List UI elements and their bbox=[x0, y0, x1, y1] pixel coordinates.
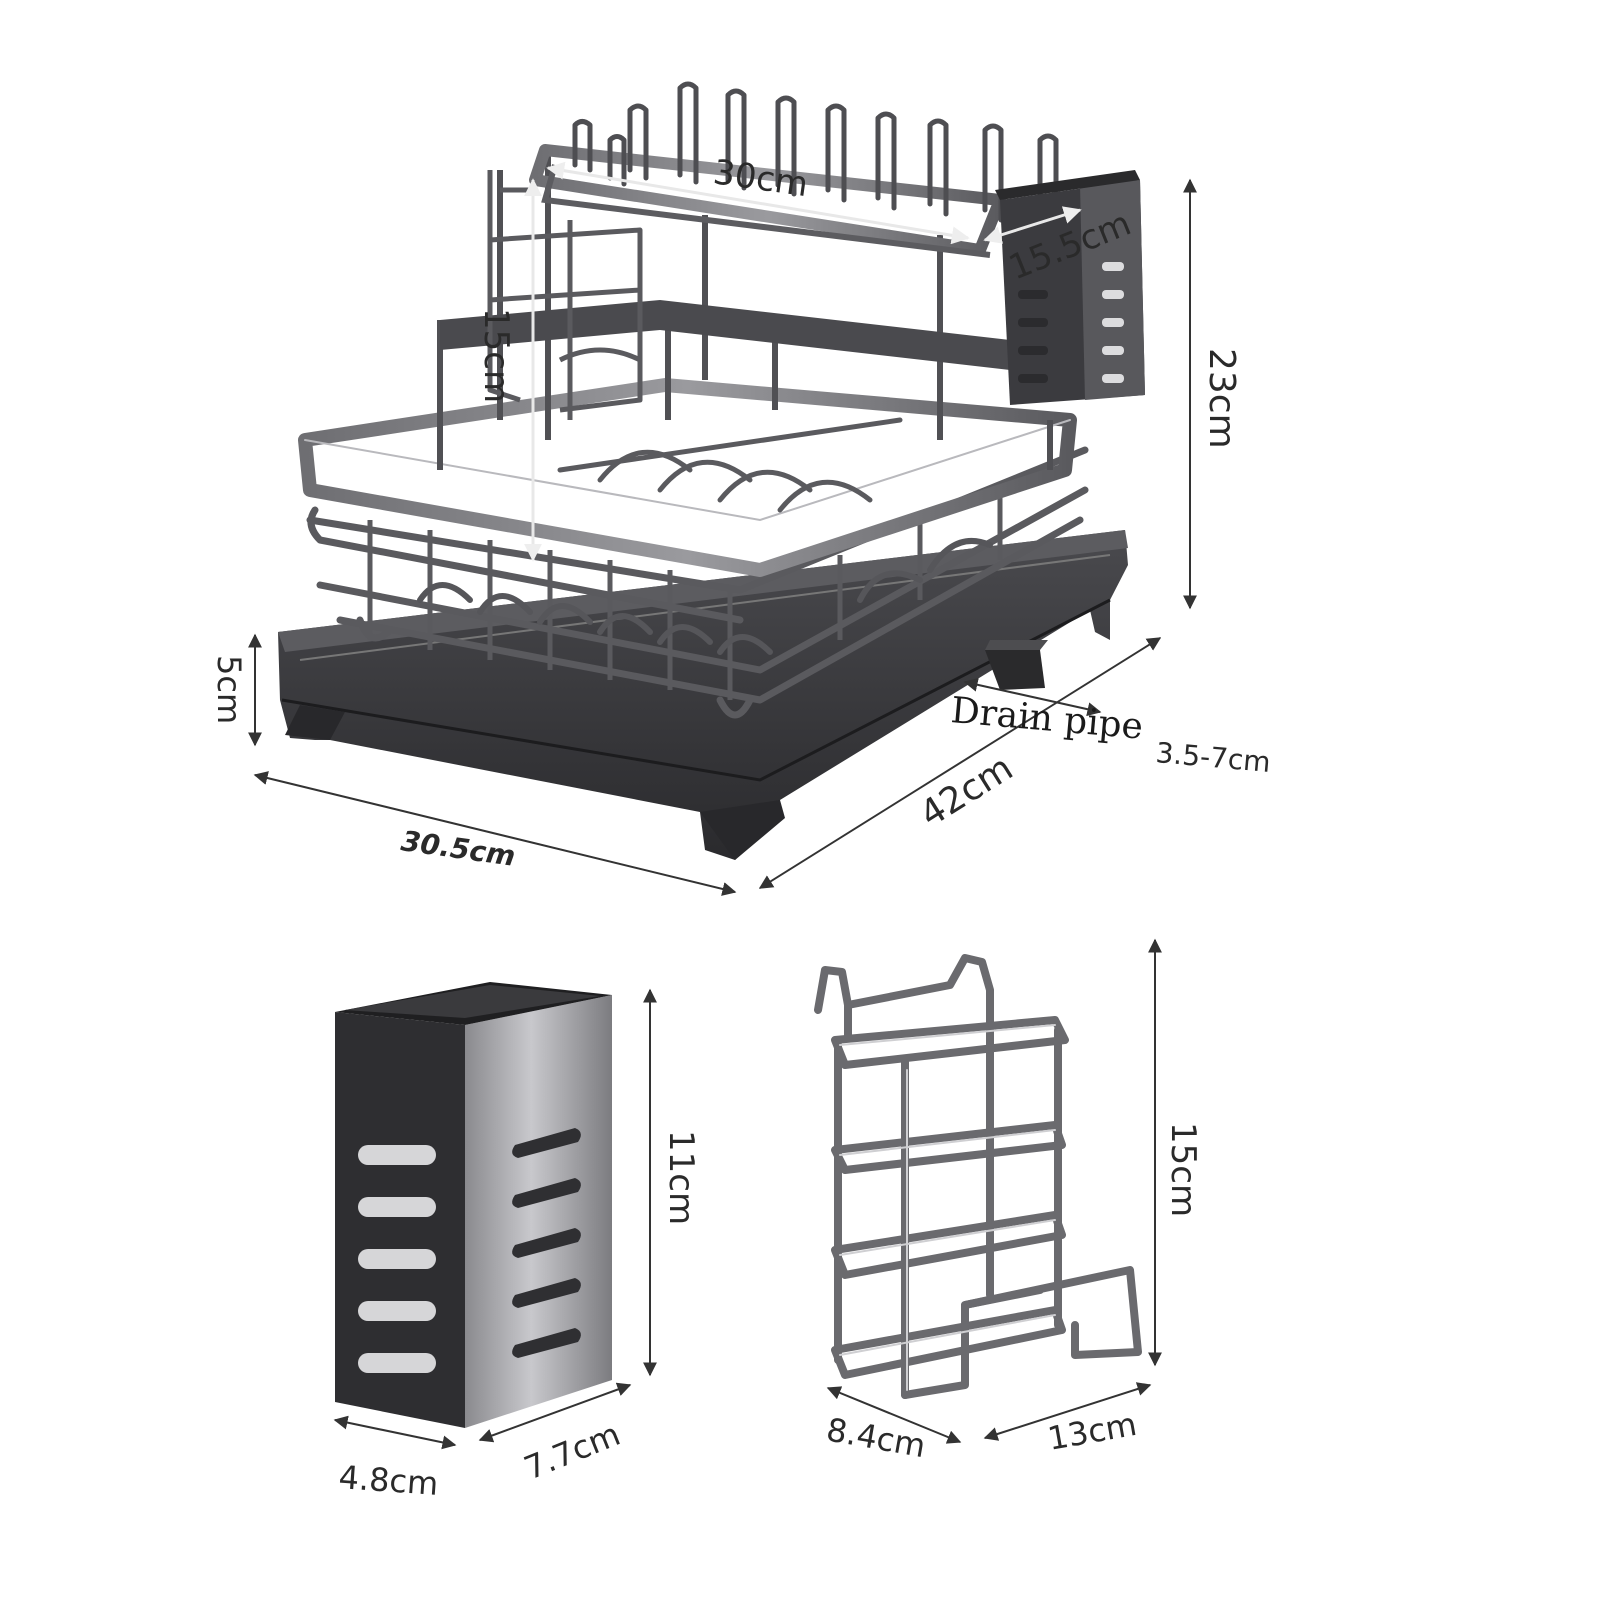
total-height-label: 23cm bbox=[1201, 348, 1242, 449]
board-rack-width-label: 8.4cm bbox=[824, 1410, 929, 1465]
drain-pipe bbox=[985, 640, 1048, 690]
utensil-holder-dimension-lines bbox=[333, 988, 657, 1450]
utensil-holder-slots-right bbox=[512, 1128, 581, 1358]
drain-pipe-label: Drain pipe bbox=[949, 690, 1144, 748]
holder-height-label: 11cm bbox=[661, 1130, 701, 1225]
upper-dimension-arrows bbox=[524, 161, 1082, 562]
dish-rack-illustration bbox=[278, 81, 1145, 860]
lower-basket bbox=[306, 446, 1089, 719]
drain-pipe-range-label: 3.5-7cm bbox=[1154, 736, 1272, 779]
board-rack-illustration bbox=[814, 954, 1142, 1399]
total-width-label: 30.5cm bbox=[399, 824, 517, 873]
upper-height-label: 15cm bbox=[476, 308, 516, 403]
board-rack-height-label: 15cm bbox=[1163, 1122, 1203, 1217]
utensil-holder-illustration bbox=[335, 982, 612, 1428]
main-dimension-lines bbox=[248, 178, 1197, 896]
drain-pipe-line bbox=[963, 677, 1102, 717]
board-rack-depth-label: 13cm bbox=[1045, 1405, 1140, 1458]
holder-depth-label: 7.7cm bbox=[519, 1415, 626, 1488]
total-depth-label: 42cm bbox=[913, 748, 1020, 836]
holder-width-label: 4.8cm bbox=[337, 1458, 439, 1503]
tray-height-label: 5cm bbox=[210, 655, 248, 724]
utensil-holder-slots-left bbox=[358, 1145, 436, 1373]
rack-back-panel bbox=[440, 300, 1010, 370]
board-rack-dimension-lines bbox=[826, 938, 1162, 1444]
total-width-line bbox=[253, 771, 737, 896]
